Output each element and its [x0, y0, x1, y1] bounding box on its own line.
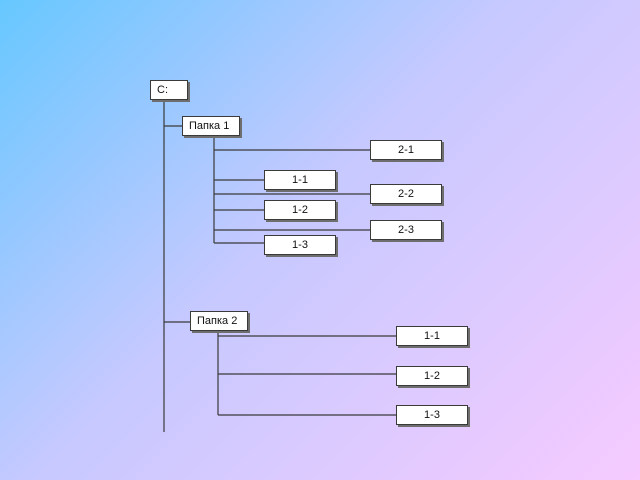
- file-node-f2-1-3[interactable]: 1-3: [396, 405, 468, 425]
- folder-node-papka-2[interactable]: Папка 2: [190, 311, 248, 331]
- file-node-f1-2-2[interactable]: 2-2: [370, 184, 442, 204]
- file-node-f1-1-3[interactable]: 1-3: [264, 235, 336, 255]
- file-node-f1-2-1[interactable]: 2-1: [370, 140, 442, 160]
- folder-node-papka-1[interactable]: Папка 1: [182, 116, 240, 136]
- file-node-f1-1-1[interactable]: 1-1: [264, 170, 336, 190]
- root-drive-node[interactable]: C:: [150, 80, 188, 100]
- file-node-f2-1-1[interactable]: 1-1: [396, 326, 468, 346]
- file-node-f1-2-3[interactable]: 2-3: [370, 220, 442, 240]
- file-node-f2-1-2[interactable]: 1-2: [396, 366, 468, 386]
- file-node-f1-1-2[interactable]: 1-2: [264, 200, 336, 220]
